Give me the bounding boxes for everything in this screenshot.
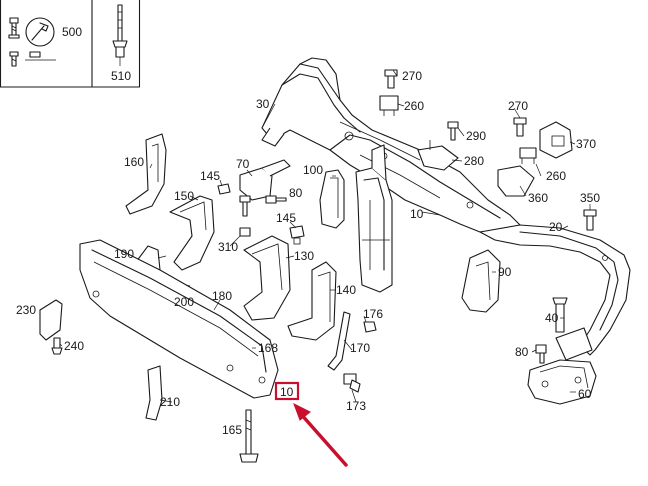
part-80-bolt-right [535,344,547,364]
callout-173: 173 [346,399,366,413]
callout-145-left: 145 [200,169,220,183]
callout-190: 190 [114,247,134,261]
callout-160: 160 [124,155,144,169]
part-40-bolt-bracket [552,297,593,361]
highlight-marker [274,381,348,467]
callout-labels: 500 510 10 10 20 30 40 60 70 80 80 90 10… [16,25,600,437]
callout-350: 350 [580,191,600,205]
part-80-bolt-left [265,195,287,204]
callout-100: 100 [303,163,323,177]
part-176-clip [363,321,377,333]
callout-290: 290 [466,129,486,143]
callout-130: 130 [294,249,314,263]
legend-510-label: 510 [111,69,131,83]
front-module-carrier-center-column [355,144,393,293]
part-350-bolt [583,209,597,231]
part-90-bracket [461,249,501,313]
part-240-clip [51,337,63,355]
part-165-bolt [239,409,259,463]
part-145-bolt-b [289,225,305,245]
callout-370: 370 [576,137,596,151]
part-270-bolt-right [513,117,527,137]
part-280-bracket [417,140,459,171]
callout-165: 165 [222,423,242,437]
part-170-seal-strip [327,311,351,371]
part-370-bracket [539,121,573,159]
callout-90: 90 [498,265,512,279]
part-130-bracket [243,235,291,321]
part-140-bracket [287,261,337,341]
part-10-bumper-crossmember [79,239,279,399]
part-260-clip-right [519,147,537,164]
part-310-bolt [239,195,251,237]
highlight-arrow [298,411,348,467]
callout-180: 180 [212,289,232,303]
callout-310: 310 [218,240,238,254]
callout-360: 360 [528,191,548,205]
callout-10-highlighted: 10 [280,385,294,399]
callout-240: 240 [64,339,84,353]
part-360-bracket [497,165,535,197]
leader-lines [59,69,591,403]
callout-168: 168 [258,341,278,355]
part-70-bracket [239,159,291,201]
callout-176: 176 [363,307,383,321]
part-100-bracket [319,169,345,229]
part-173-bolt [343,373,361,393]
callout-80-right: 80 [515,345,529,359]
callout-280: 280 [464,154,484,168]
callout-30: 30 [256,97,270,111]
legend-box [0,0,141,88]
callout-150: 150 [174,189,194,203]
callout-170: 170 [350,341,370,355]
part-160-bracket [125,133,167,215]
part-270-bolt-top [384,69,398,89]
highlight-arrowhead [293,402,311,421]
part-145-bolt-a [217,183,231,195]
callout-270-top: 270 [402,69,422,83]
part-150-bracket [169,195,215,271]
front-module-carrier-upper [261,57,631,356]
part-510-rivet-illustration [112,4,128,66]
part-500-screws-illustration [8,17,56,67]
legend-500-label: 500 [62,25,82,39]
callout-70: 70 [236,157,250,171]
callout-210: 210 [160,395,180,409]
part-260-clip-top [379,95,399,116]
callout-140: 140 [336,283,356,297]
callout-20: 20 [549,220,563,234]
part-290-bolt [447,121,459,141]
callout-60: 60 [578,387,592,401]
part-210-bracket [145,365,163,421]
callout-230: 230 [16,303,36,317]
callout-200: 200 [174,295,194,309]
callout-40: 40 [545,311,559,325]
callout-80-left: 80 [289,186,303,200]
callout-145-center: 145 [276,211,296,225]
highlight-box [274,381,300,401]
part-60-bracket [527,359,597,405]
callout-260-top: 260 [404,99,424,113]
part-230-bracket [39,299,63,341]
callout-270-right: 270 [508,99,528,113]
callout-260-right: 260 [546,169,566,183]
callout-10-upper: 10 [410,207,424,221]
